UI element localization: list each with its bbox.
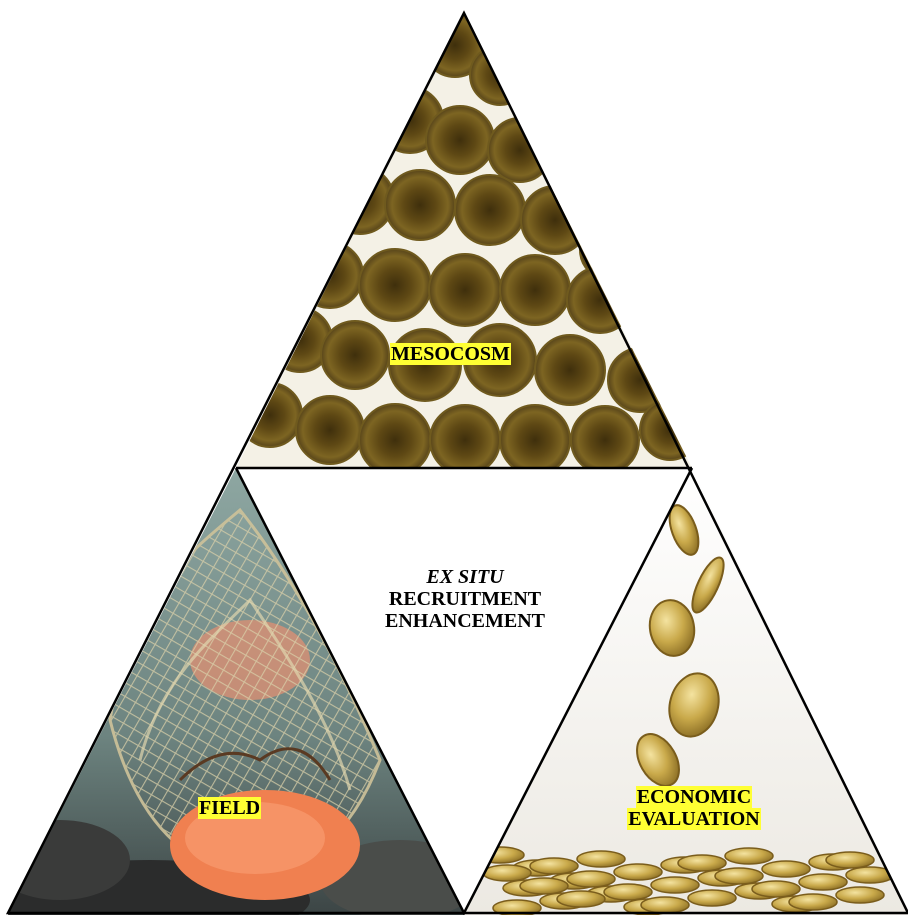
coin-pile-coin (520, 878, 568, 894)
center-title-line3: ENHANCEMENT (330, 610, 600, 632)
egg (359, 249, 431, 321)
mesocosm-label: MESOCOSM (390, 343, 511, 365)
center-title-line1: EX SITU (330, 566, 600, 588)
coin-pile-coin (752, 881, 800, 897)
coin-pile-coin (641, 897, 689, 913)
coin-pile-coin (651, 877, 699, 893)
egg (455, 175, 525, 245)
egg (500, 405, 570, 475)
egg (359, 404, 431, 476)
coin-pile-coin (725, 848, 773, 864)
economic-label-line1: ECONOMIC (636, 786, 752, 808)
mesocosm-label-text: MESOCOSM (390, 343, 511, 365)
coin-pile-coin (688, 890, 736, 906)
coin-pile-coin (614, 864, 662, 880)
center-title-line2: RECRUITMENT (330, 588, 600, 610)
coin-pile-coin (678, 855, 726, 871)
coin-pile-coin (483, 865, 531, 881)
mesocosm-eggs-photo (230, 10, 700, 476)
egg (532, 82, 588, 138)
egg (571, 406, 639, 474)
coin-pile-coin (577, 851, 625, 867)
economic-evaluation-label: ECONOMIC EVALUATION (606, 786, 782, 830)
coin-pile-coin (762, 861, 810, 877)
coin-pile-coin (789, 894, 837, 910)
field-label-text: FIELD (198, 797, 261, 819)
economic-label-line2: EVALUATION (627, 808, 761, 830)
coin-pile-coin (836, 887, 884, 903)
coin-pile-coin (567, 871, 615, 887)
coin-pile-coin (476, 847, 524, 863)
egg (608, 348, 672, 412)
egg (429, 254, 501, 326)
egg (567, 267, 633, 333)
coin-pile-coin (530, 858, 578, 874)
egg (389, 329, 461, 401)
coin-pile-coin (799, 874, 847, 890)
egg (430, 405, 500, 475)
field-photo (0, 465, 480, 915)
economic-coins-photo (460, 465, 908, 915)
egg (500, 255, 570, 325)
egg (426, 106, 494, 174)
egg (385, 170, 455, 240)
egg (535, 335, 605, 405)
coin-pile-coin (826, 852, 874, 868)
coin-pile-coin (557, 891, 605, 907)
coin-pile-coin (715, 868, 763, 884)
egg (296, 396, 364, 464)
egg (321, 321, 389, 389)
coin-pile-coin (604, 884, 652, 900)
egg (326, 166, 394, 234)
center-title: EX SITU RECRUITMENT ENHANCEMENT (330, 566, 600, 632)
egg (470, 45, 530, 105)
field-label: FIELD (198, 797, 261, 819)
